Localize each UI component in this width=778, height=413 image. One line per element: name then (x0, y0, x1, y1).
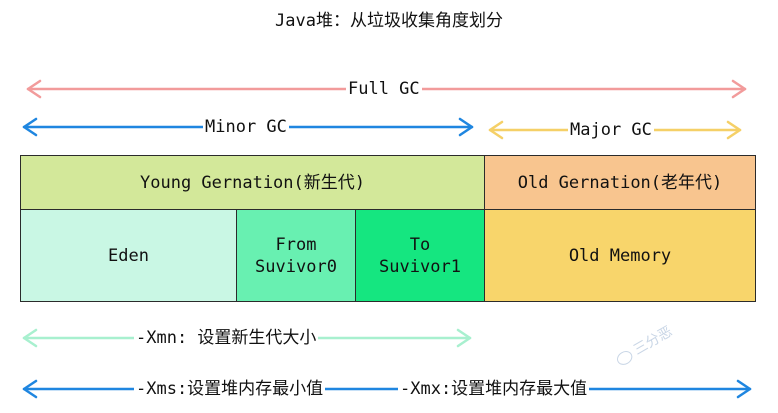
from-survivor-label-line2: Suvivor0 (255, 256, 337, 277)
old-generation-label: Old Gernation(老年代) (517, 172, 723, 193)
eden-space: Eden (20, 209, 237, 302)
from-survivor-space: From Suvivor0 (236, 209, 356, 302)
diagram-title: Java堆：从垃圾收集角度划分 (275, 11, 503, 31)
to-survivor-label-line2: Suvivor1 (379, 256, 461, 277)
xms-xmx-arrow (22, 379, 752, 399)
from-survivor-label-line1: From (275, 234, 317, 255)
major-gc-label: Major GC (568, 119, 654, 141)
xms-label: -Xms:设置堆内存最小值 (134, 378, 326, 400)
full-gc-label: Full GC (346, 78, 422, 100)
xmx-label: -Xmx:设置堆内存最大值 (398, 378, 590, 400)
to-survivor-space: To Suvivor1 (355, 209, 485, 302)
young-generation-label: Young Gernation(新生代) (140, 172, 365, 193)
young-generation-header: Young Gernation(新生代) (20, 155, 485, 210)
old-generation-header: Old Gernation(老年代) (484, 155, 756, 210)
eden-label: Eden (108, 245, 149, 266)
xmn-label: -Xmn: 设置新生代大小 (134, 327, 319, 349)
minor-gc-label: Minor GC (203, 116, 289, 138)
old-memory-space: Old Memory (484, 209, 756, 302)
old-memory-label: Old Memory (568, 245, 672, 266)
to-survivor-label-line1: To (409, 234, 431, 255)
